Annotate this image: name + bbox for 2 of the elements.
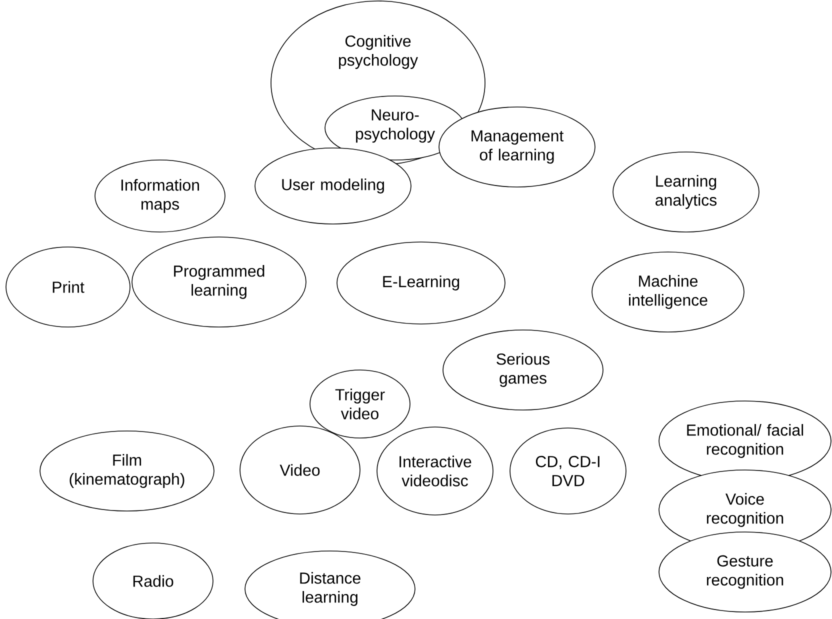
node-label: Voice recognition	[706, 493, 784, 527]
node-label: Gesture recognition	[706, 555, 784, 589]
